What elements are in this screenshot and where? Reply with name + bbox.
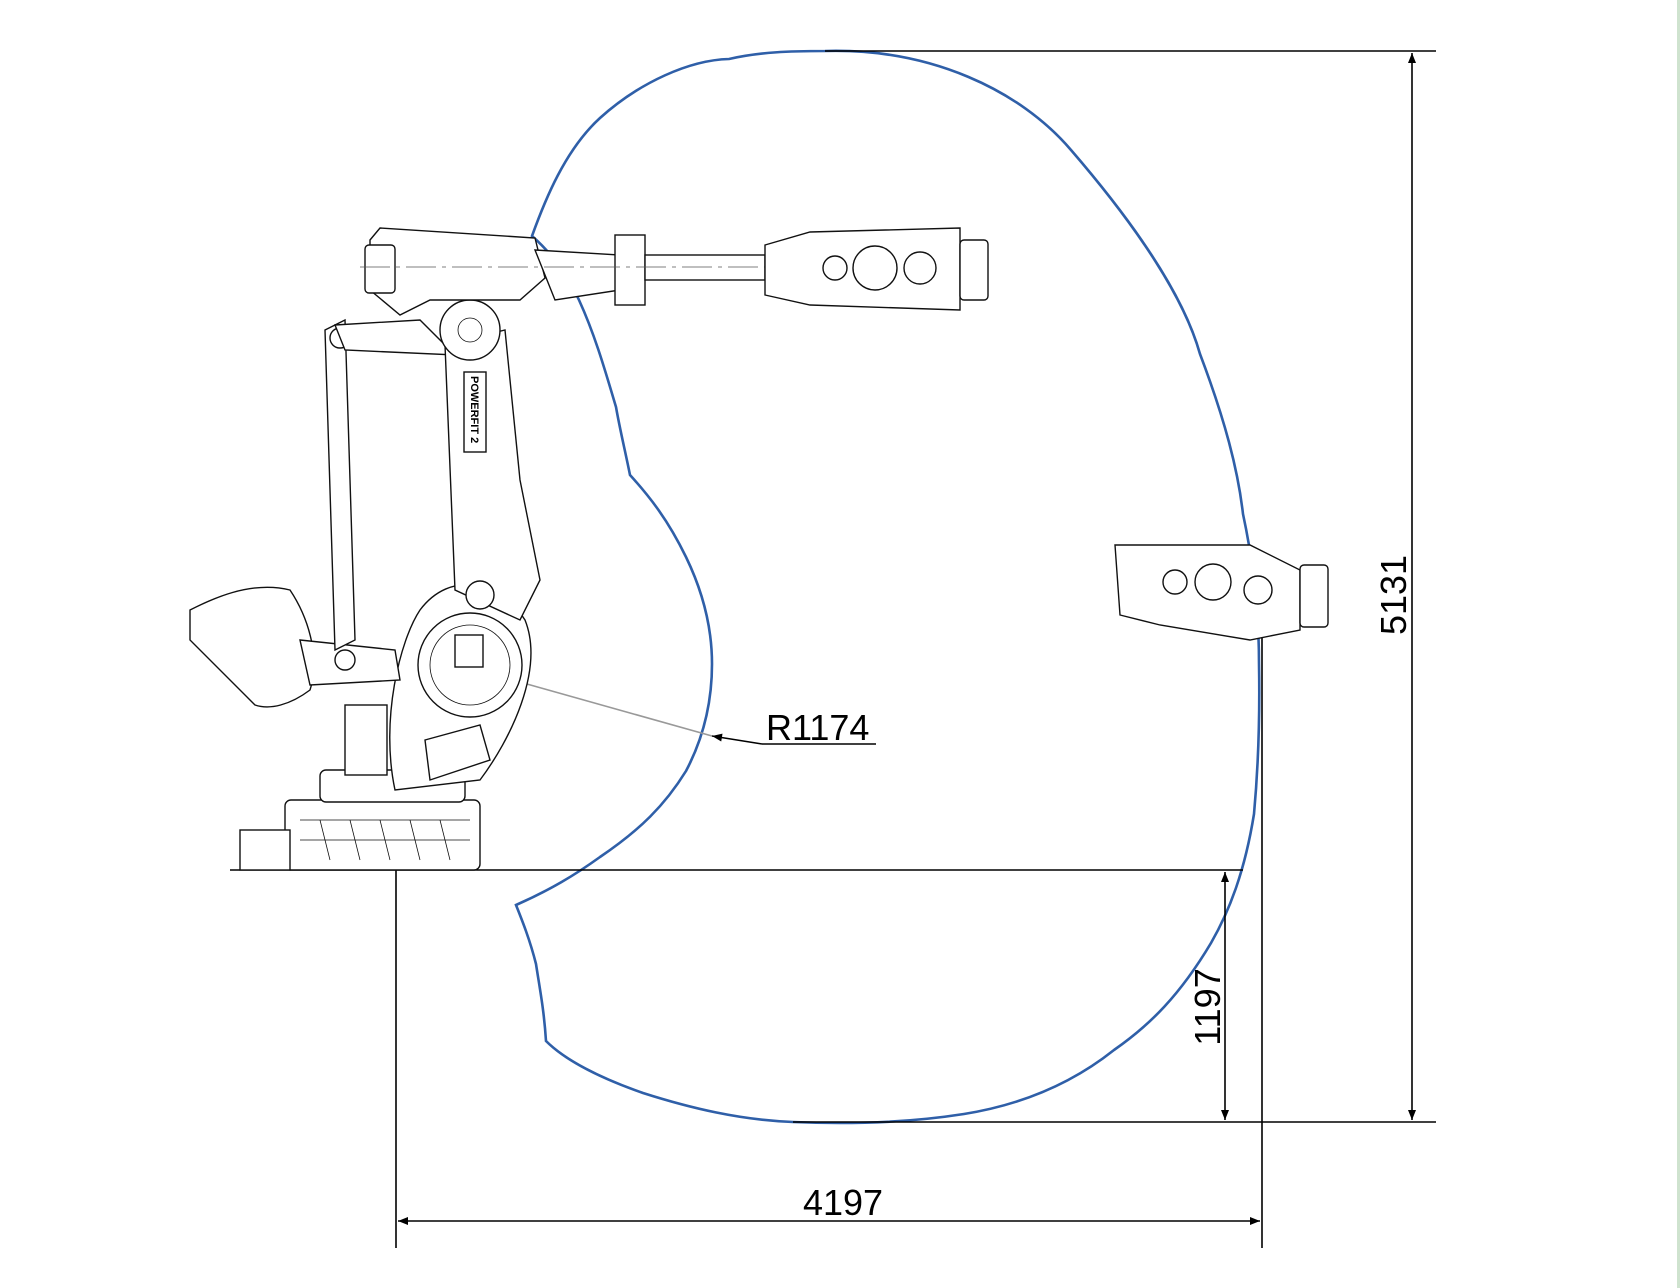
- forearm-tube: [644, 254, 766, 281]
- tool-flange-upper: [959, 239, 989, 301]
- robot-base: [284, 799, 481, 871]
- reach-label: 4197: [803, 1182, 883, 1223]
- total-height-label: 5131: [1373, 555, 1414, 635]
- radius-arrow: [711, 733, 763, 745]
- tool-flange-max-reach: [1299, 564, 1329, 628]
- base-connector: [239, 829, 291, 871]
- forearm-flange: [614, 234, 646, 306]
- motor-axis-2: [344, 704, 388, 776]
- upper-arm-housing: [369, 227, 546, 316]
- axis-3-joint: [439, 299, 501, 361]
- robot-label-plate: [463, 371, 487, 453]
- right-border: [1677, 0, 1680, 1288]
- parallel-rod: [324, 318, 356, 652]
- lower-height-label: 1197: [1187, 968, 1228, 1045]
- dimension-lines: [230, 50, 1436, 1248]
- vertical-arm: [444, 329, 541, 621]
- radius-label: R1174: [766, 707, 869, 748]
- working-envelope-outline: [514, 49, 1261, 1125]
- counterweight: [189, 586, 315, 708]
- joint-cover: [454, 634, 484, 668]
- robot-drawing: POWERFIT 2: [189, 227, 1329, 871]
- robot-model-label: POWERFIT 2: [468, 376, 480, 443]
